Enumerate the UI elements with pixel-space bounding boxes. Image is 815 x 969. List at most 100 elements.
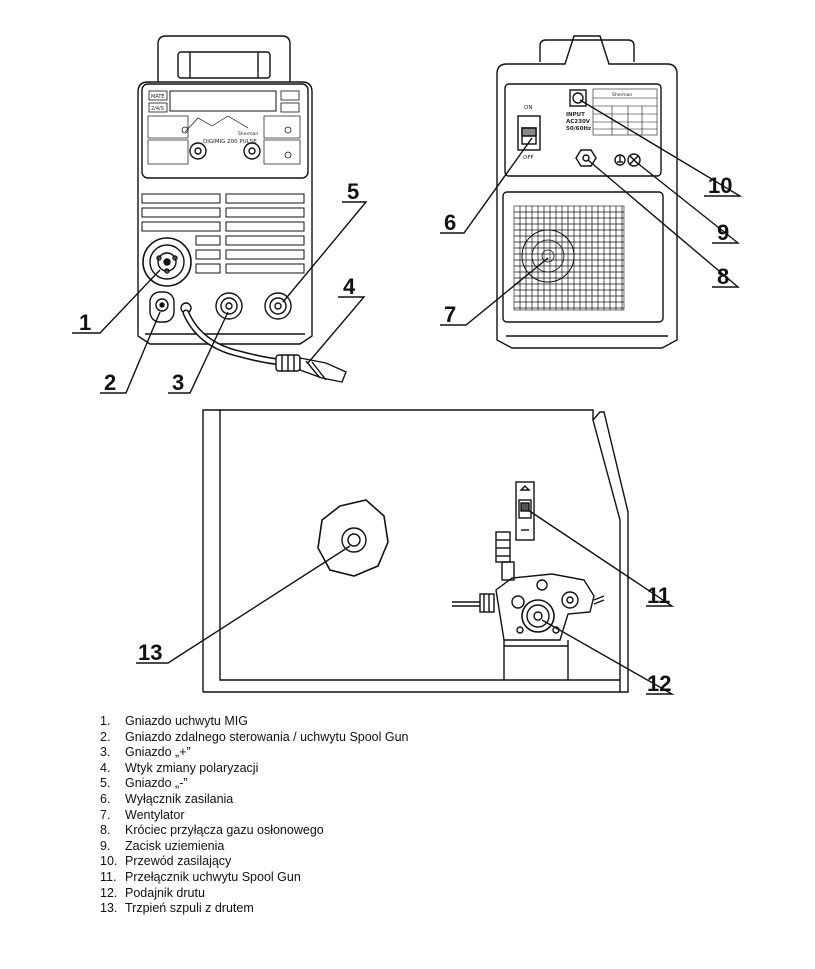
leader-9 xyxy=(635,161,741,244)
callout-4: 4 xyxy=(343,274,356,299)
legend-item-number: 6. xyxy=(100,791,111,806)
gas-inlet xyxy=(575,149,597,167)
svg-text:AC230V: AC230V xyxy=(566,119,591,125)
legend-item-text: Gniazdo zdalnego sterowania / uchwytu Sp… xyxy=(125,729,409,744)
legend-item: 4. Wtyk zmiany polaryzacji xyxy=(100,761,409,777)
legend-item: 11. Przełącznik uchwytu Spool Gun xyxy=(100,870,409,886)
power-switch xyxy=(517,115,541,151)
legend-item-number: 12. xyxy=(100,885,118,900)
legend-item-text: Wyłącznik zasilania xyxy=(125,791,234,806)
legend-item: 5. Gniazdo „-” xyxy=(100,776,409,792)
legend-item-text: Przewód zasilający xyxy=(125,854,232,869)
legend-item-number: 1. xyxy=(100,714,111,728)
callout-8: 8 xyxy=(717,264,729,289)
callout-1: 1 xyxy=(79,310,91,335)
legend-item: 8.Króciec przyłącza gazu osłonowego xyxy=(100,823,409,839)
legend-item: 10. Przewód zasilający xyxy=(100,854,409,870)
callout-numbers: 1 2 3 4 5 6 7 8 9 10 11 12 13 xyxy=(79,173,732,696)
legend-item: 12. Podajnik drutu xyxy=(100,886,409,902)
legend-item-text: Wtyk zmiany polaryzacji xyxy=(125,760,259,775)
legend-item-number: 4. xyxy=(100,760,111,775)
legend-item: 3. Gniazdo „+” xyxy=(100,745,409,761)
legend-item: 6. Wyłącznik zasilania xyxy=(100,792,409,808)
leader-3 xyxy=(168,311,229,394)
callout-10: 10 xyxy=(708,173,732,198)
legend-item-number: 2. xyxy=(100,729,111,744)
leader-12 xyxy=(541,619,675,695)
svg-text:OFF: OFF xyxy=(523,155,534,161)
legend-item-text: Gniazdo „-” xyxy=(125,776,188,791)
leader-6 xyxy=(440,137,533,234)
leader-1 xyxy=(72,269,161,334)
plus-socket xyxy=(215,292,243,320)
legend-item-text: Wentylator xyxy=(125,807,185,822)
polarity-plug xyxy=(275,354,347,383)
callout-7: 7 xyxy=(444,302,456,327)
legend-item: 2. Gniazdo zdalnego sterowania / uchwytu … xyxy=(100,730,409,746)
legend-item-number: 10. xyxy=(100,854,118,869)
minus-socket xyxy=(264,292,292,320)
callout-3: 3 xyxy=(172,370,184,395)
leader-5 xyxy=(282,201,368,303)
leader-4 xyxy=(307,296,366,364)
legend-item: 13. Trzpień szpuli z drutem xyxy=(100,901,409,917)
legend-list: 1. Gniazdo uchwytu MIG 2. Gniazdo zdalnego… xyxy=(100,714,409,917)
svg-text:INPUT: INPUT xyxy=(566,112,585,118)
svg-text:2/4/S: 2/4/S xyxy=(151,106,164,112)
spool-hub xyxy=(317,499,389,577)
leader-11 xyxy=(527,509,675,607)
callout-5: 5 xyxy=(347,179,359,204)
callout-6: 6 xyxy=(444,210,456,235)
legend-item-text: Trzpień szpuli z drutem xyxy=(125,901,254,916)
svg-text:Sherman: Sherman xyxy=(612,92,632,98)
right-knob xyxy=(243,142,261,160)
callout-13: 13 xyxy=(138,640,162,665)
display-window xyxy=(169,90,277,112)
svg-text:ON: ON xyxy=(524,105,532,111)
callout-11: 11 xyxy=(647,583,670,608)
mig-torch-socket xyxy=(142,237,192,287)
legend-item-number: 13. xyxy=(100,901,118,916)
fan-grille xyxy=(502,191,664,323)
leader-lines xyxy=(72,99,743,695)
front-view xyxy=(137,35,347,383)
legend-item-number: 7. xyxy=(100,807,111,822)
wire-feeder xyxy=(452,531,605,680)
svg-text:50/60Hz: 50/60Hz xyxy=(566,126,591,132)
interior-view xyxy=(202,409,629,693)
svg-text:Sherman: Sherman xyxy=(238,131,258,137)
legend-item: 9. Zacisk uziemienia xyxy=(100,839,409,855)
front-panel-labels: MATE 2/4/S DIGIMIG 200 PULSE Sherman xyxy=(151,94,258,145)
legend-item-text: Przełącznik uchwytu Spool Gun xyxy=(125,869,301,884)
callout-12: 12 xyxy=(647,671,671,696)
leader-13 xyxy=(136,545,351,664)
fan-grille-mesh xyxy=(514,206,624,310)
legend-item-text: Gniazdo uchwytu MIG xyxy=(125,714,248,728)
leader-7 xyxy=(440,257,549,326)
legend-item-text: Podajnik drutu xyxy=(125,885,205,900)
legend-item-text: Gniazdo „+” xyxy=(125,745,191,760)
svg-text:DIGIMIG 200 PULSE: DIGIMIG 200 PULSE xyxy=(203,139,257,145)
leader-2 xyxy=(100,311,161,394)
remote-socket xyxy=(149,291,175,323)
legend-item: 7. Wentylator xyxy=(100,808,409,824)
left-knob xyxy=(189,142,207,160)
callout-9: 9 xyxy=(717,220,729,245)
legend-item-number: 8. xyxy=(100,823,111,838)
legend-item-text: Zacisk uziemienia xyxy=(125,838,225,853)
legend-item-number: 11. xyxy=(100,869,117,884)
spool-gun-switch xyxy=(515,481,535,541)
rear-view xyxy=(496,35,678,349)
leader-10 xyxy=(579,99,743,197)
svg-text:MATE: MATE xyxy=(151,94,165,100)
rear-panel-labels: ON OFF INPUT AC230V 50/60Hz Sherman xyxy=(523,92,632,161)
power-cord-gland xyxy=(569,89,587,107)
legend-item-number: 9. xyxy=(100,838,111,853)
ground-terminal xyxy=(614,153,641,167)
callout-2: 2 xyxy=(104,370,116,395)
legend-item-number: 5. xyxy=(100,776,111,791)
legend-item-number: 3. xyxy=(100,745,111,760)
leader-8 xyxy=(587,159,740,288)
legend-item: 1. Gniazdo uchwytu MIG xyxy=(100,714,409,730)
